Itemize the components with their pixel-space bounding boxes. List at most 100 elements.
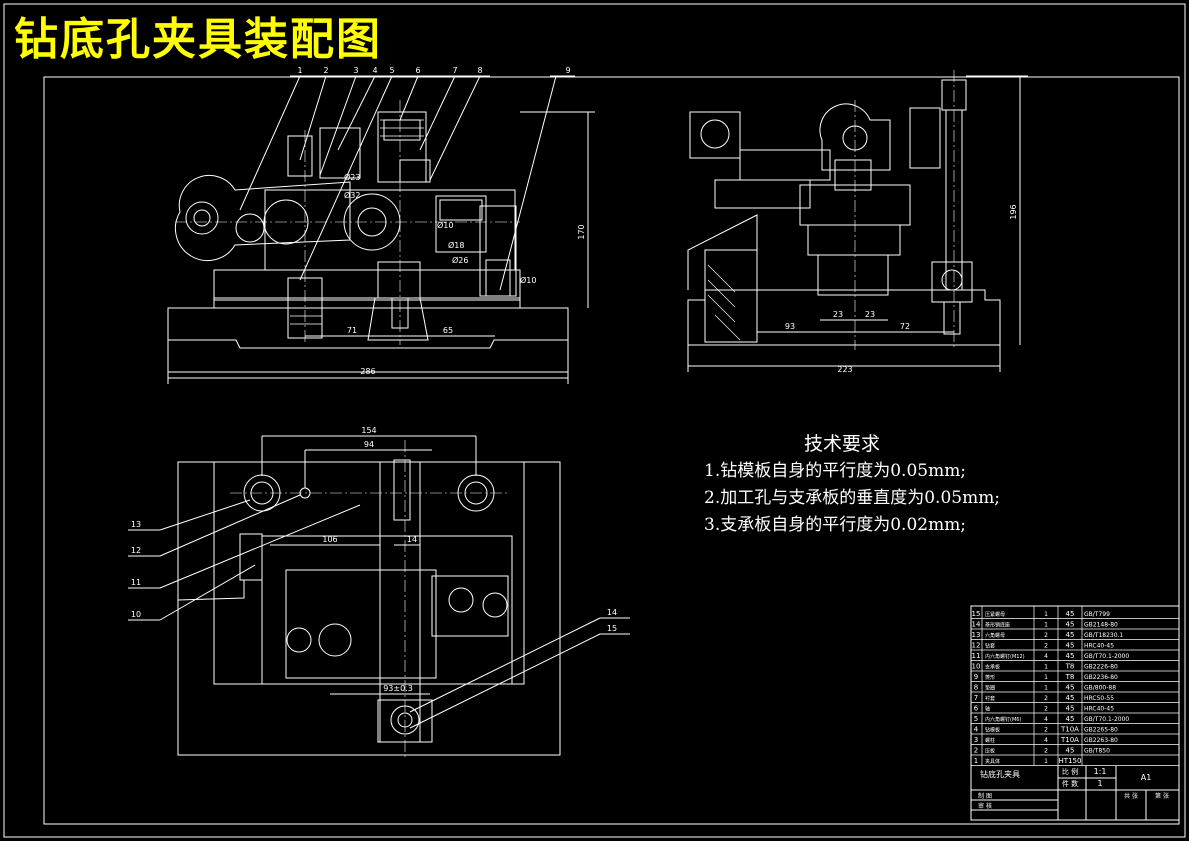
bom-material: 45 [1066, 684, 1075, 692]
technical-requirements: 技术要求 1.钻模板自身的平行度为0.05mm; 2.加工孔与支承板的垂直度为0… [704, 430, 1000, 539]
part-callout: 14 [607, 608, 617, 617]
bom-std: GB2148-80 [1084, 622, 1118, 629]
bom-qty: 2 [1044, 727, 1048, 734]
bom-name: 菱形销底座 [985, 622, 1010, 629]
requirement-item: 1.钻模板自身的平行度为0.05mm; [704, 461, 967, 481]
bom-material: 45 [1066, 610, 1075, 618]
bom-no: 2 [974, 747, 978, 755]
dimension-label: 106 [322, 535, 337, 544]
bom-name: 菱形 [985, 674, 995, 681]
bom-sheet: A1 [1141, 773, 1152, 782]
bom-name: 衬套 [985, 695, 995, 702]
fit-label: Ø32 [344, 190, 360, 200]
bom-no: 13 [972, 631, 981, 639]
bom-qty: 1 [1044, 685, 1048, 692]
dimension-label: 93 [785, 322, 795, 331]
part-callout: 11 [131, 578, 141, 587]
dimension-label: 286 [360, 367, 375, 376]
bom-name: 压紧螺母 [985, 611, 1005, 618]
requirement-item: 3.支承板自身的平行度为0.02mm; [704, 515, 967, 535]
bom-material: 45 [1066, 747, 1075, 755]
bom-name: 钻模板 [985, 727, 1000, 734]
bom-no: 5 [974, 715, 978, 723]
bom-no: 11 [972, 652, 981, 660]
bom-count: 1 [1097, 779, 1102, 788]
dimension-label: 94 [364, 440, 374, 449]
bom-no: 12 [972, 642, 981, 650]
bom-material: T8 [1065, 673, 1075, 681]
front-view [167, 75, 595, 384]
bom-std: GB/T70.1-2000 [1084, 653, 1129, 660]
bom-scale: 1:1 [1094, 767, 1107, 776]
bom-label: 审 核 [978, 802, 992, 810]
bom-qty: 1 [1044, 611, 1048, 618]
bom-name: 内六角螺钉(M6) [985, 716, 1021, 723]
bom-std: GB2263-80 [1084, 737, 1118, 744]
bom-label: 共 张 [1124, 792, 1138, 800]
bom-name: 支承板 [985, 664, 1000, 671]
dimension-label: 93±0.3 [383, 684, 413, 693]
dimension-label: 196 [1009, 204, 1018, 219]
requirements-heading: 技术要求 [804, 433, 881, 455]
part-callout: 4 [372, 66, 377, 75]
fit-label: Ø10 [520, 275, 536, 285]
part-callout: 13 [131, 520, 141, 529]
part-callout: 1 [297, 66, 302, 75]
dimension-label: 23 [833, 310, 843, 319]
bom-no: 6 [974, 705, 979, 713]
bom-std: GB2236-80 [1084, 674, 1118, 681]
dimension-label: 223 [837, 365, 852, 374]
part-callout: 3 [353, 66, 358, 75]
bom-qty: 4 [1044, 737, 1048, 744]
dimension-label: 154 [361, 426, 376, 435]
bom-material: 45 [1066, 652, 1075, 660]
part-callout: 10 [131, 610, 141, 619]
bom-no: 4 [974, 726, 979, 734]
bom-std: GB/T799 [1084, 611, 1110, 618]
bom-std: HRC40-45 [1084, 706, 1114, 713]
bom-name: 钻套 [985, 643, 995, 650]
bom-qty: 4 [1044, 716, 1048, 723]
requirement-item: 2.加工孔与支承板的垂直度为0.05mm; [704, 488, 1001, 508]
bom-qty: 2 [1044, 632, 1048, 639]
bom-name: 内六角螺钉(M12) [985, 653, 1025, 660]
bom-std: GB/T850 [1084, 748, 1110, 755]
bom-material: 45 [1066, 715, 1075, 723]
bom-name: 夹具体 [985, 758, 1000, 765]
bom-no: 7 [974, 694, 978, 702]
bom-no: 9 [974, 673, 978, 681]
bom-material: HT150 [1059, 757, 1082, 765]
side-view [687, 70, 1028, 372]
bom-no: 15 [972, 610, 981, 618]
bom-std: HRC50-55 [1084, 695, 1114, 702]
bom-std: GB2265-80 [1084, 727, 1118, 734]
bom-std: HRC40-45 [1084, 643, 1114, 650]
fit-label: Ø23 [344, 172, 360, 182]
bom-qty: 1 [1044, 664, 1048, 671]
bom-scale-label: 比 例 [1062, 767, 1078, 776]
bom-qty: 1 [1044, 622, 1048, 629]
dimension-label: 170 [577, 224, 586, 239]
part-callout: 8 [477, 66, 482, 75]
part-callout: 15 [607, 624, 617, 633]
bom-qty: 2 [1044, 706, 1048, 713]
sheet-inner-border [43, 76, 1180, 825]
bom-drawing-name: 钻底孔夹具 [980, 769, 1020, 779]
part-callout: 2 [323, 66, 328, 75]
bom-material: 45 [1066, 705, 1075, 713]
bom-material: T10A [1060, 726, 1079, 734]
bom-material: 45 [1066, 621, 1075, 629]
fit-label: Ø10 [437, 220, 453, 230]
bom-no: 3 [974, 736, 978, 744]
bom-name: 轴 [985, 706, 990, 713]
bom-std: GB/800-88 [1084, 685, 1116, 692]
bom-material: T10A [1060, 736, 1079, 744]
part-callout: 9 [565, 66, 570, 75]
fit-label: Ø18 [448, 240, 464, 250]
drawing-title: 钻底孔夹具装配图 [14, 14, 382, 65]
bom-name: 垫圈 [985, 685, 995, 692]
bom-qty: 2 [1044, 748, 1048, 755]
bom-qty: 2 [1044, 643, 1048, 650]
